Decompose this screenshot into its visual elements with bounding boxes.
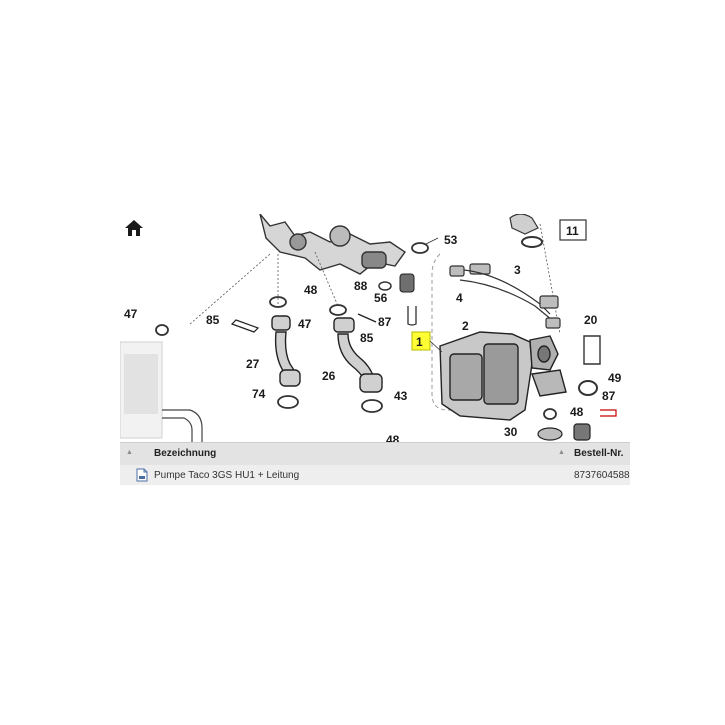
fitting-30[interactable]: [537, 423, 591, 441]
callout-3[interactable]: 3: [514, 263, 521, 277]
oring-48[interactable]: [269, 296, 287, 308]
manifold-part[interactable]: [259, 214, 406, 275]
oring-47[interactable]: [329, 304, 347, 316]
parts-viewer: 53 11 88 48 3 56 47 87 4 85 47 1 2 20 85…: [120, 214, 630, 486]
callout-2[interactable]: 2: [462, 319, 469, 333]
clip-87-right[interactable]: [600, 409, 617, 417]
callout-53[interactable]: 53: [444, 233, 458, 247]
table-row[interactable]: Pumpe Taco 3GS HU1 + Leitung 8737604588: [120, 465, 630, 485]
exploded-parts-diagram[interactable]: 53 11 88 48 3 56 47 87 4 85 47 1 2 20 85…: [120, 214, 630, 442]
callout-85-left[interactable]: 85: [206, 313, 220, 327]
callout-48[interactable]: 48: [304, 283, 318, 297]
part-name: Pumpe Taco 3GS HU1 + Leitung: [154, 470, 300, 481]
pump-part-2[interactable]: [439, 331, 567, 421]
callout-1[interactable]: 1: [416, 335, 423, 349]
home-icon[interactable]: [123, 218, 145, 238]
pipe-26[interactable]: [333, 317, 383, 393]
table-header: ▲ Bezeichnung ▲ Bestell-Nr.: [120, 442, 630, 466]
callout-47[interactable]: 47: [298, 317, 312, 331]
callout-30[interactable]: 30: [504, 425, 518, 439]
callout-47-left[interactable]: 47: [124, 307, 138, 321]
oring-47-left[interactable]: [155, 324, 169, 336]
left-thumbnail[interactable]: [120, 341, 203, 442]
sort-asc-icon[interactable]: ▲: [558, 449, 565, 456]
sort-asc-icon[interactable]: ▲: [126, 449, 133, 456]
callout-88[interactable]: 88: [354, 279, 368, 293]
part-order-number: 8737604588: [574, 470, 630, 481]
callout-4[interactable]: 4: [456, 291, 463, 305]
callout-43[interactable]: 43: [394, 389, 408, 403]
document-icon[interactable]: [136, 468, 148, 482]
callout-27[interactable]: 27: [246, 357, 260, 371]
callout-box-11: [559, 219, 587, 241]
pipe-27[interactable]: [271, 315, 301, 387]
oring-43[interactable]: [361, 399, 383, 413]
oring-74[interactable]: [277, 395, 299, 409]
callout-74[interactable]: 74: [252, 387, 266, 401]
cable-harness[interactable]: [449, 263, 561, 329]
column-header-name[interactable]: Bezeichnung: [154, 448, 217, 459]
callout-49[interactable]: 49: [608, 371, 622, 385]
callout-87-right[interactable]: 87: [602, 389, 616, 403]
oring-53[interactable]: [411, 242, 429, 254]
oring-88[interactable]: [378, 281, 392, 291]
callout-11[interactable]: 11: [566, 224, 579, 238]
callout-56[interactable]: 56: [374, 291, 388, 305]
callout-48-bottom[interactable]: 48: [386, 433, 400, 442]
clip-85-center[interactable]: [357, 313, 377, 323]
bracket-20[interactable]: [583, 335, 601, 365]
callout-48-right[interactable]: 48: [570, 405, 584, 419]
part-56[interactable]: [399, 273, 415, 293]
top-right-part[interactable]: [509, 214, 543, 248]
callout-87[interactable]: 87: [378, 315, 392, 329]
callout-85[interactable]: 85: [360, 331, 374, 345]
oring-48-right[interactable]: [543, 408, 557, 420]
callout-26[interactable]: 26: [322, 369, 336, 383]
oring-49[interactable]: [578, 380, 598, 396]
column-header-order-no[interactable]: Bestell-Nr.: [574, 448, 624, 459]
callout-20[interactable]: 20: [584, 313, 598, 327]
clip-87[interactable]: [407, 306, 417, 326]
clip-85-left[interactable]: [230, 319, 260, 333]
